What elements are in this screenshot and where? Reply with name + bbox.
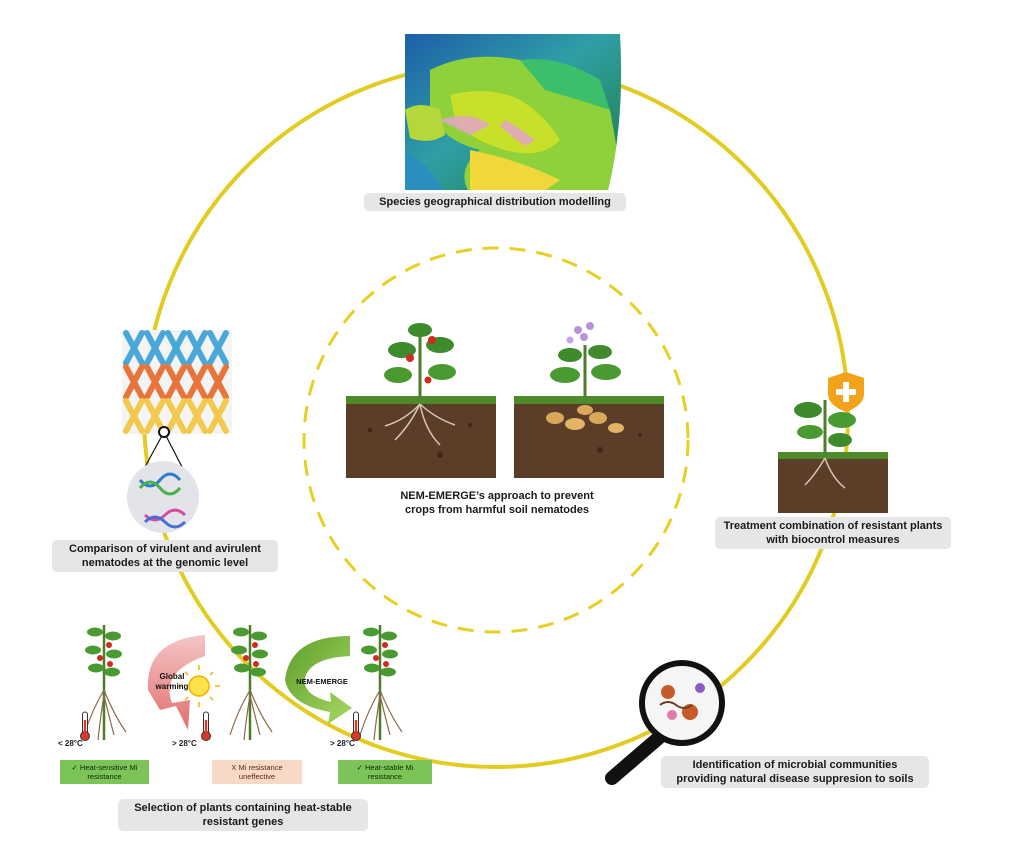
chromosome bbox=[207, 364, 229, 400]
selection-line1: Selection of plants containing heat-stab… bbox=[134, 802, 352, 814]
resistance-uneffective-box bbox=[212, 760, 302, 784]
selection-line2: resistant genes bbox=[202, 816, 284, 828]
inner-dashed-ring bbox=[302, 246, 690, 634]
treatment-line2: with biocontrol measures bbox=[766, 534, 900, 546]
europe-map bbox=[405, 34, 622, 190]
center-line1: NEM-EMERGE’s approach to prevent bbox=[400, 490, 594, 502]
small-tomato-plant bbox=[229, 625, 273, 741]
chromosome bbox=[144, 364, 166, 400]
chromosome bbox=[207, 398, 229, 434]
microbial-line1: Identification of microbial communities bbox=[692, 759, 898, 771]
microbial-label: Identification of microbial communities … bbox=[661, 756, 929, 788]
box2-line2: uneffective bbox=[238, 772, 276, 781]
heat-sensitive-text: ✓ Heat-sensitive Mi resistance bbox=[60, 760, 149, 784]
box1-line1: ✓ Heat-sensitive Mi bbox=[71, 763, 138, 772]
global-warming-line1: Global bbox=[159, 672, 185, 681]
treatment-line1: Treatment combination of resistant plant… bbox=[723, 520, 943, 532]
selection-label: Selection of plants containing heat-stab… bbox=[118, 799, 368, 831]
global-warming-arrow bbox=[147, 635, 205, 730]
dna-icon bbox=[127, 461, 199, 533]
chromosome bbox=[165, 330, 187, 366]
distribution-label: Species geographical distribution modell… bbox=[364, 193, 626, 211]
heat-stable-box bbox=[338, 760, 432, 784]
temp-high-1: > 28°C bbox=[172, 739, 197, 748]
nem-emerge-arrow bbox=[285, 636, 352, 724]
center-line2: crops from harmful soil nematodes bbox=[405, 504, 589, 516]
distribution-text: Species geographical distribution modell… bbox=[379, 196, 611, 208]
shielded-plant bbox=[778, 372, 888, 513]
genomic-label: Comparison of virulent and avirulent nem… bbox=[52, 540, 278, 572]
chromosome bbox=[123, 364, 145, 400]
box3-line1: ✓ Heat-stable Mi bbox=[356, 763, 414, 772]
microbial-line2: providing natural disease suppresion to … bbox=[676, 773, 914, 785]
sun-icon bbox=[178, 665, 220, 707]
potato-plant bbox=[514, 322, 664, 478]
heat-stable-text: ✓ Heat-stable Mi resistance bbox=[338, 760, 432, 784]
global-warming-line2: warming bbox=[155, 682, 189, 691]
chromosome bbox=[144, 330, 166, 366]
uneffective-text: X Mi resistance uneffective bbox=[212, 760, 302, 784]
thermometer-icon bbox=[80, 711, 361, 741]
chromosome bbox=[123, 330, 145, 366]
genomic-line2: nematodes at the genomic level bbox=[81, 557, 249, 569]
magnifier-icon bbox=[605, 660, 725, 785]
chromosome bbox=[165, 364, 187, 400]
chromosome bbox=[207, 330, 229, 366]
temp-high-2: > 28°C bbox=[330, 739, 355, 748]
small-tomato-plant bbox=[83, 625, 127, 741]
small-tomato-plant bbox=[359, 625, 403, 741]
heat-sensitive-box bbox=[60, 760, 149, 784]
chromosome bbox=[123, 398, 145, 434]
box1-line2: resistance bbox=[87, 772, 122, 781]
temp-low: < 28°C bbox=[58, 739, 83, 748]
chromosome bbox=[165, 398, 187, 434]
treatment-label: Treatment combination of resistant plant… bbox=[715, 517, 951, 549]
selection-plants bbox=[83, 625, 403, 741]
chromosome bbox=[186, 398, 208, 434]
chromosome bbox=[186, 364, 208, 400]
chromosome bbox=[186, 330, 208, 366]
genomic-line1: Comparison of virulent and avirulent bbox=[69, 543, 261, 555]
box2-line1: X Mi resistance bbox=[231, 763, 283, 772]
box3-line2: resistance bbox=[367, 772, 403, 781]
nem-emerge-arrow-text: NEM-EMERGE bbox=[296, 677, 348, 686]
global-warming-text: Global warming bbox=[150, 672, 194, 692]
chromosome-icon bbox=[122, 330, 232, 499]
tomato-plant bbox=[346, 323, 496, 478]
center-label: NEM-EMERGE’s approach to prevent crops f… bbox=[386, 487, 608, 519]
